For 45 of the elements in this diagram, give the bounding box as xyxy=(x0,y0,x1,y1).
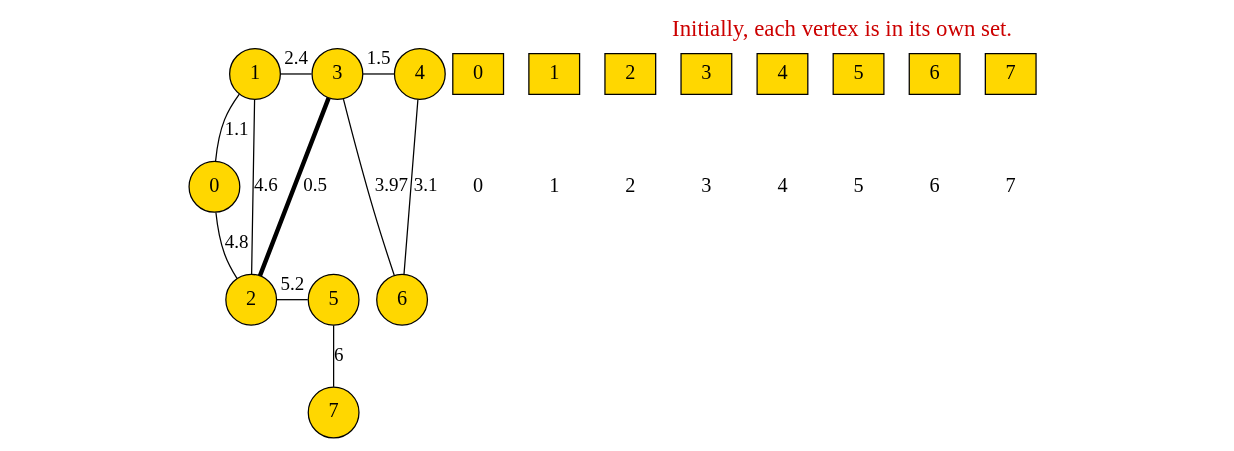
node-box: 0 xyxy=(452,53,505,95)
connector xyxy=(276,299,309,301)
label: 0 xyxy=(473,173,484,196)
edge-label: 1.5 xyxy=(366,46,391,68)
connector xyxy=(342,98,395,277)
connector xyxy=(362,73,395,75)
node-circle: 2 xyxy=(225,273,278,326)
label: 5 xyxy=(853,173,864,196)
connector xyxy=(257,97,331,277)
edge-label: 5.2 xyxy=(280,272,305,294)
node-circle: 4 xyxy=(393,48,446,100)
edge-label: 4.6 xyxy=(253,174,278,196)
node-circle: 7 xyxy=(307,386,360,439)
connector xyxy=(333,324,335,388)
edge-label: 0.5 xyxy=(303,174,328,196)
connector xyxy=(280,73,313,75)
connector xyxy=(251,98,256,275)
label: 7 xyxy=(1005,173,1016,196)
node-circle: 0 xyxy=(188,160,241,213)
node-circle: 1 xyxy=(229,48,281,100)
label: 3 xyxy=(701,173,712,196)
connector xyxy=(403,98,419,275)
node-circle: 3 xyxy=(311,48,364,100)
connector xyxy=(215,211,238,280)
edge-label: 1.1 xyxy=(224,117,249,139)
node-box: 2 xyxy=(604,53,657,95)
node-box: 4 xyxy=(756,53,809,95)
edge-label: 3.97 xyxy=(374,174,408,196)
node-circle: 6 xyxy=(376,273,429,326)
edge-label: 6 xyxy=(333,343,344,365)
node-box: 6 xyxy=(908,53,961,95)
node-box: 5 xyxy=(832,53,885,95)
label: 2 xyxy=(625,173,636,196)
edge-label: 4.8 xyxy=(224,230,249,252)
edge-label: 2.4 xyxy=(284,46,309,68)
label: 1 xyxy=(549,173,560,196)
label: 4 xyxy=(777,173,788,196)
diagram-title: Initially, each vertex is in its own set. xyxy=(672,16,1013,42)
label: 6 xyxy=(929,173,940,196)
node-box: 3 xyxy=(680,53,733,95)
connector xyxy=(214,93,240,162)
edge-label: 3.1 xyxy=(413,174,438,196)
node-circle: 5 xyxy=(307,273,360,326)
node-box: 7 xyxy=(984,53,1037,95)
node-box: 1 xyxy=(528,53,581,95)
